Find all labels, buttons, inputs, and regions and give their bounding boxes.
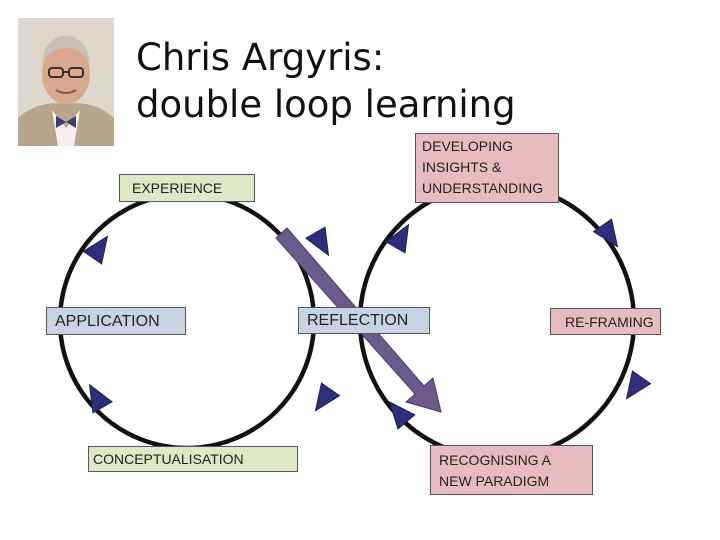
application-label: APPLICATION xyxy=(46,307,186,335)
paradigm-line-1: RECOGNISING A xyxy=(439,452,552,468)
paradigm-line-2: NEW PARADIGM xyxy=(439,473,550,489)
paradigm-label: RECOGNISING A NEW PARADIGM xyxy=(430,445,593,495)
title-line-1: Chris Argyris: xyxy=(136,36,385,79)
reframing-label-text: RE-FRAMING xyxy=(565,314,654,330)
reframing-label: RE-FRAMING xyxy=(550,308,661,335)
portrait-photo xyxy=(18,18,114,146)
loop-arrowhead-icon xyxy=(385,223,410,254)
insights-line-1: DEVELOPING xyxy=(422,138,514,154)
experience-label-text: EXPERIENCE xyxy=(132,180,223,196)
conceptualisation-label-text: CONCEPTUALISATION xyxy=(93,451,244,467)
experience-label: EXPERIENCE xyxy=(119,174,255,202)
title-line-2: double loop learning xyxy=(136,83,516,126)
loop-arrowhead-icon xyxy=(305,226,330,257)
page-title: Chris Argyris: double loop learning xyxy=(136,34,516,128)
person-portrait-icon xyxy=(18,18,114,146)
loop-arrowhead-icon xyxy=(82,235,109,265)
application-label-text: APPLICATION xyxy=(55,313,160,330)
reflection-label: REFLECTION xyxy=(298,307,430,334)
conceptualisation-label: CONCEPTUALISATION xyxy=(88,446,298,472)
reflection-label-text: REFLECTION xyxy=(307,312,409,329)
insights-line-2: INSIGHTS & xyxy=(422,159,502,175)
loop-arrowhead-icon xyxy=(625,370,652,400)
insights-line-3: UNDERSTANDING xyxy=(422,180,544,196)
loop-arrowhead-icon xyxy=(592,218,619,248)
loop-arrowhead-icon xyxy=(88,383,113,414)
loop-arrowhead-icon xyxy=(314,382,341,412)
loop-arrowhead-icon xyxy=(388,401,416,430)
insights-label: DEVELOPING INSIGHTS & UNDERSTANDING xyxy=(415,133,559,203)
